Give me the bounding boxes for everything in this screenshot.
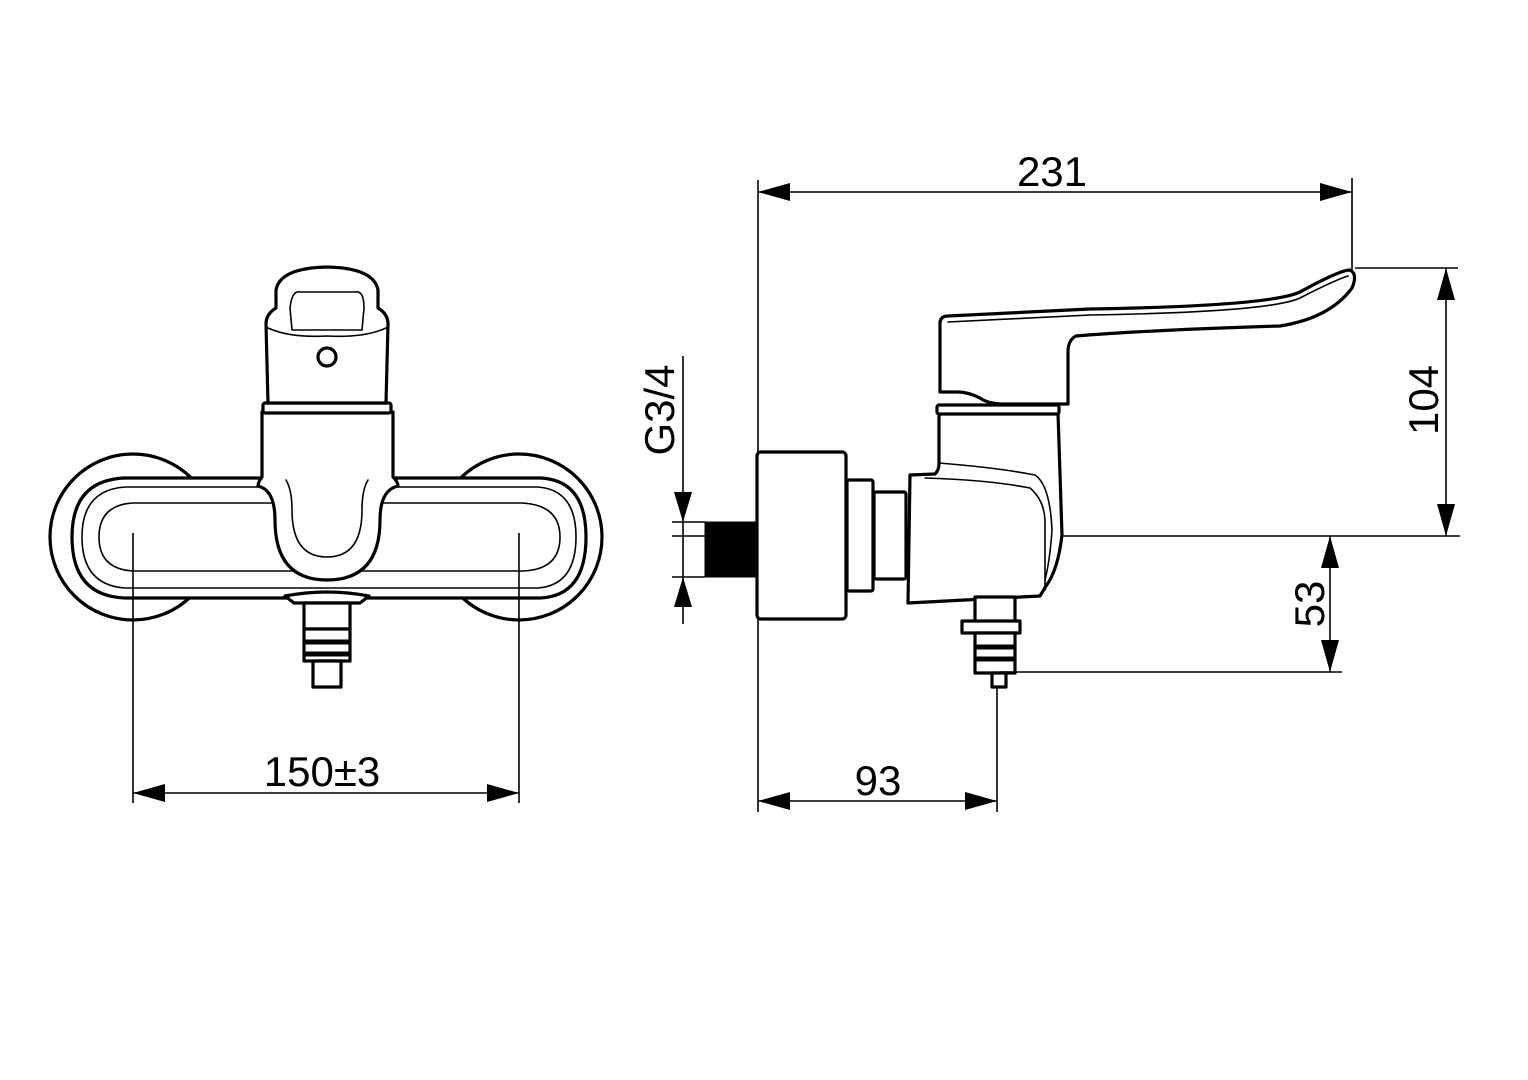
dimension-outlet-offset: 93: [758, 687, 998, 812]
cap-shoulder: [267, 327, 387, 338]
dimension-label-231: 231: [1017, 148, 1087, 195]
dimension-overall-depth: 231: [758, 148, 1353, 270]
lever-top-highlight: [947, 275, 1349, 323]
dimension-lever-height: 104: [1355, 267, 1458, 536]
dimension-label-93: 93: [855, 757, 902, 804]
dimension-label-150: 150±3: [264, 748, 380, 795]
body-side-contour-inner: [924, 477, 1046, 591]
dimension-label-104: 104: [1400, 365, 1447, 435]
column-inner-u: [285, 479, 369, 558]
mixer-body-side: [906, 411, 1064, 605]
side-view: 231 104 53 93: [636, 148, 1460, 812]
front-view: 150±3: [48, 265, 604, 803]
outlet-connector: [302, 601, 352, 689]
body-side-contour: [938, 462, 1053, 581]
dimension-outlet-drop: 53: [1000, 536, 1342, 673]
nut-step-1: [845, 478, 875, 593]
dimension-center-distance: 150±3: [133, 748, 519, 802]
dimension-thread: G3/4: [636, 356, 705, 624]
wall-nut: [755, 450, 848, 621]
lever-handle: [938, 268, 1357, 406]
temperature-indicator-dot: [316, 346, 338, 368]
lever-collar: [935, 403, 1061, 416]
nut-step-2: [872, 490, 908, 581]
body-inner-contour: [81, 486, 577, 589]
body-recess: [98, 502, 561, 572]
dimension-label-g34: G3/4: [636, 364, 683, 455]
column-body: [256, 410, 400, 582]
dimension-label-53: 53: [1286, 581, 1333, 628]
cartridge-cap: [264, 265, 390, 405]
side-outlet-connector: [960, 595, 1022, 689]
outlet-flange: [283, 590, 371, 605]
cap-handle-loop: [289, 291, 365, 331]
threaded-inlet: [704, 521, 756, 578]
